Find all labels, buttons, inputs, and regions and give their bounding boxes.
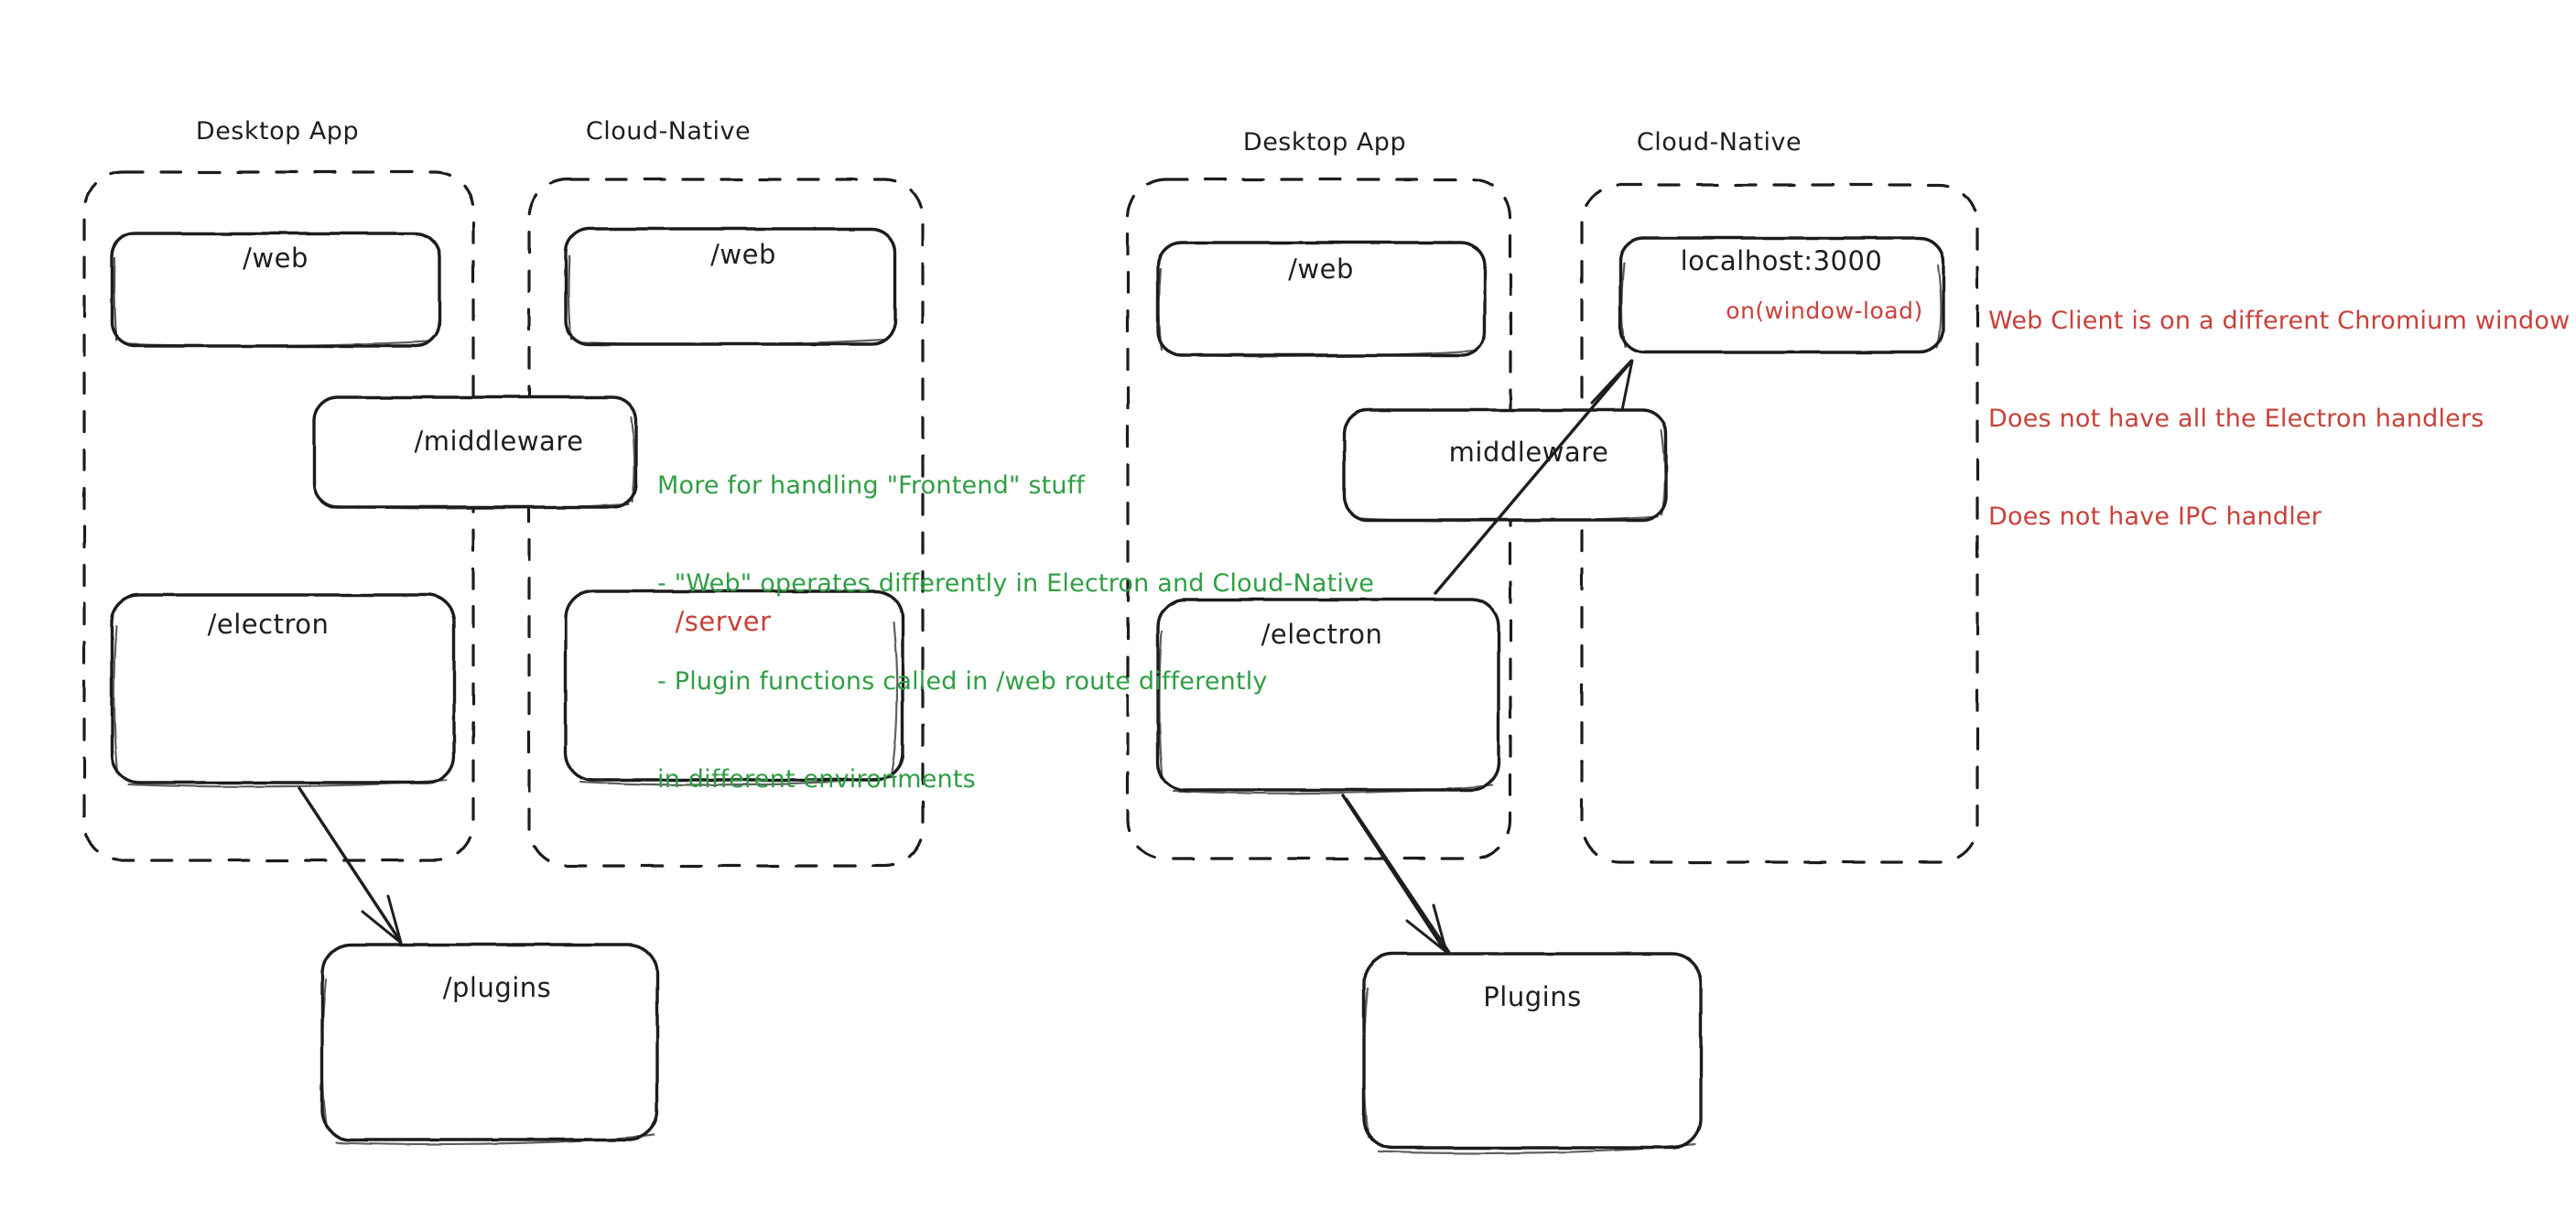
note-frontend-line-2: - "Web" operates differently in Electron… bbox=[657, 569, 1375, 599]
right-node-label-web: /web bbox=[1288, 254, 1354, 285]
left-node-label-web-cloud: /web bbox=[710, 239, 776, 270]
note-web-client-line-2: Does not have all the Electron handlers bbox=[1988, 405, 2484, 434]
connector-left-electron-to-plugins bbox=[298, 786, 403, 945]
note-frontend-green: More for handling "Frontend" stuff - "We… bbox=[657, 405, 1374, 861]
note-frontend-line-4: in different environments bbox=[657, 764, 976, 794]
left-node-label-middleware: /middleware bbox=[414, 426, 584, 457]
left-group-title-desktop-app: Desktop App bbox=[195, 117, 360, 146]
left-node-label-electron: /electron bbox=[207, 609, 330, 640]
note-frontend-line-1: More for handling "Frontend" stuff bbox=[657, 471, 1086, 501]
right-node-sublabel-on-window-load: on(window-load) bbox=[1726, 297, 1923, 324]
group-left-desktop-app bbox=[82, 170, 475, 862]
right-node-label-plugins: Plugins bbox=[1483, 981, 1582, 1012]
right-group-title-desktop-app: Desktop App bbox=[1242, 128, 1407, 157]
note-frontend-line-3: - Plugin functions called in /web route … bbox=[657, 667, 1268, 696]
left-node-label-server: /server bbox=[675, 606, 772, 637]
connector-right-electron-to-localhost bbox=[1434, 359, 1634, 595]
left-group-title-cloud-native: Cloud-Native bbox=[585, 117, 752, 146]
note-web-client-line-3: Does not have IPC handler bbox=[1988, 503, 2322, 531]
right-node-label-localhost: localhost:3000 bbox=[1680, 245, 1883, 276]
right-node-label-electron: /electron bbox=[1261, 619, 1383, 650]
right-node-label-middleware: middleware bbox=[1448, 437, 1609, 468]
left-node-label-plugins: /plugins bbox=[442, 972, 552, 1003]
left-node-label-web-desktop: /web bbox=[243, 243, 308, 274]
group-right-cloud-native bbox=[1580, 183, 1979, 864]
note-web-client-red: Web Client is on a different Chromium wi… bbox=[1988, 240, 2570, 599]
right-group-title-cloud-native: Cloud-Native bbox=[1636, 128, 1802, 157]
note-web-client-line-1: Web Client is on a different Chromium wi… bbox=[1988, 307, 2571, 336]
